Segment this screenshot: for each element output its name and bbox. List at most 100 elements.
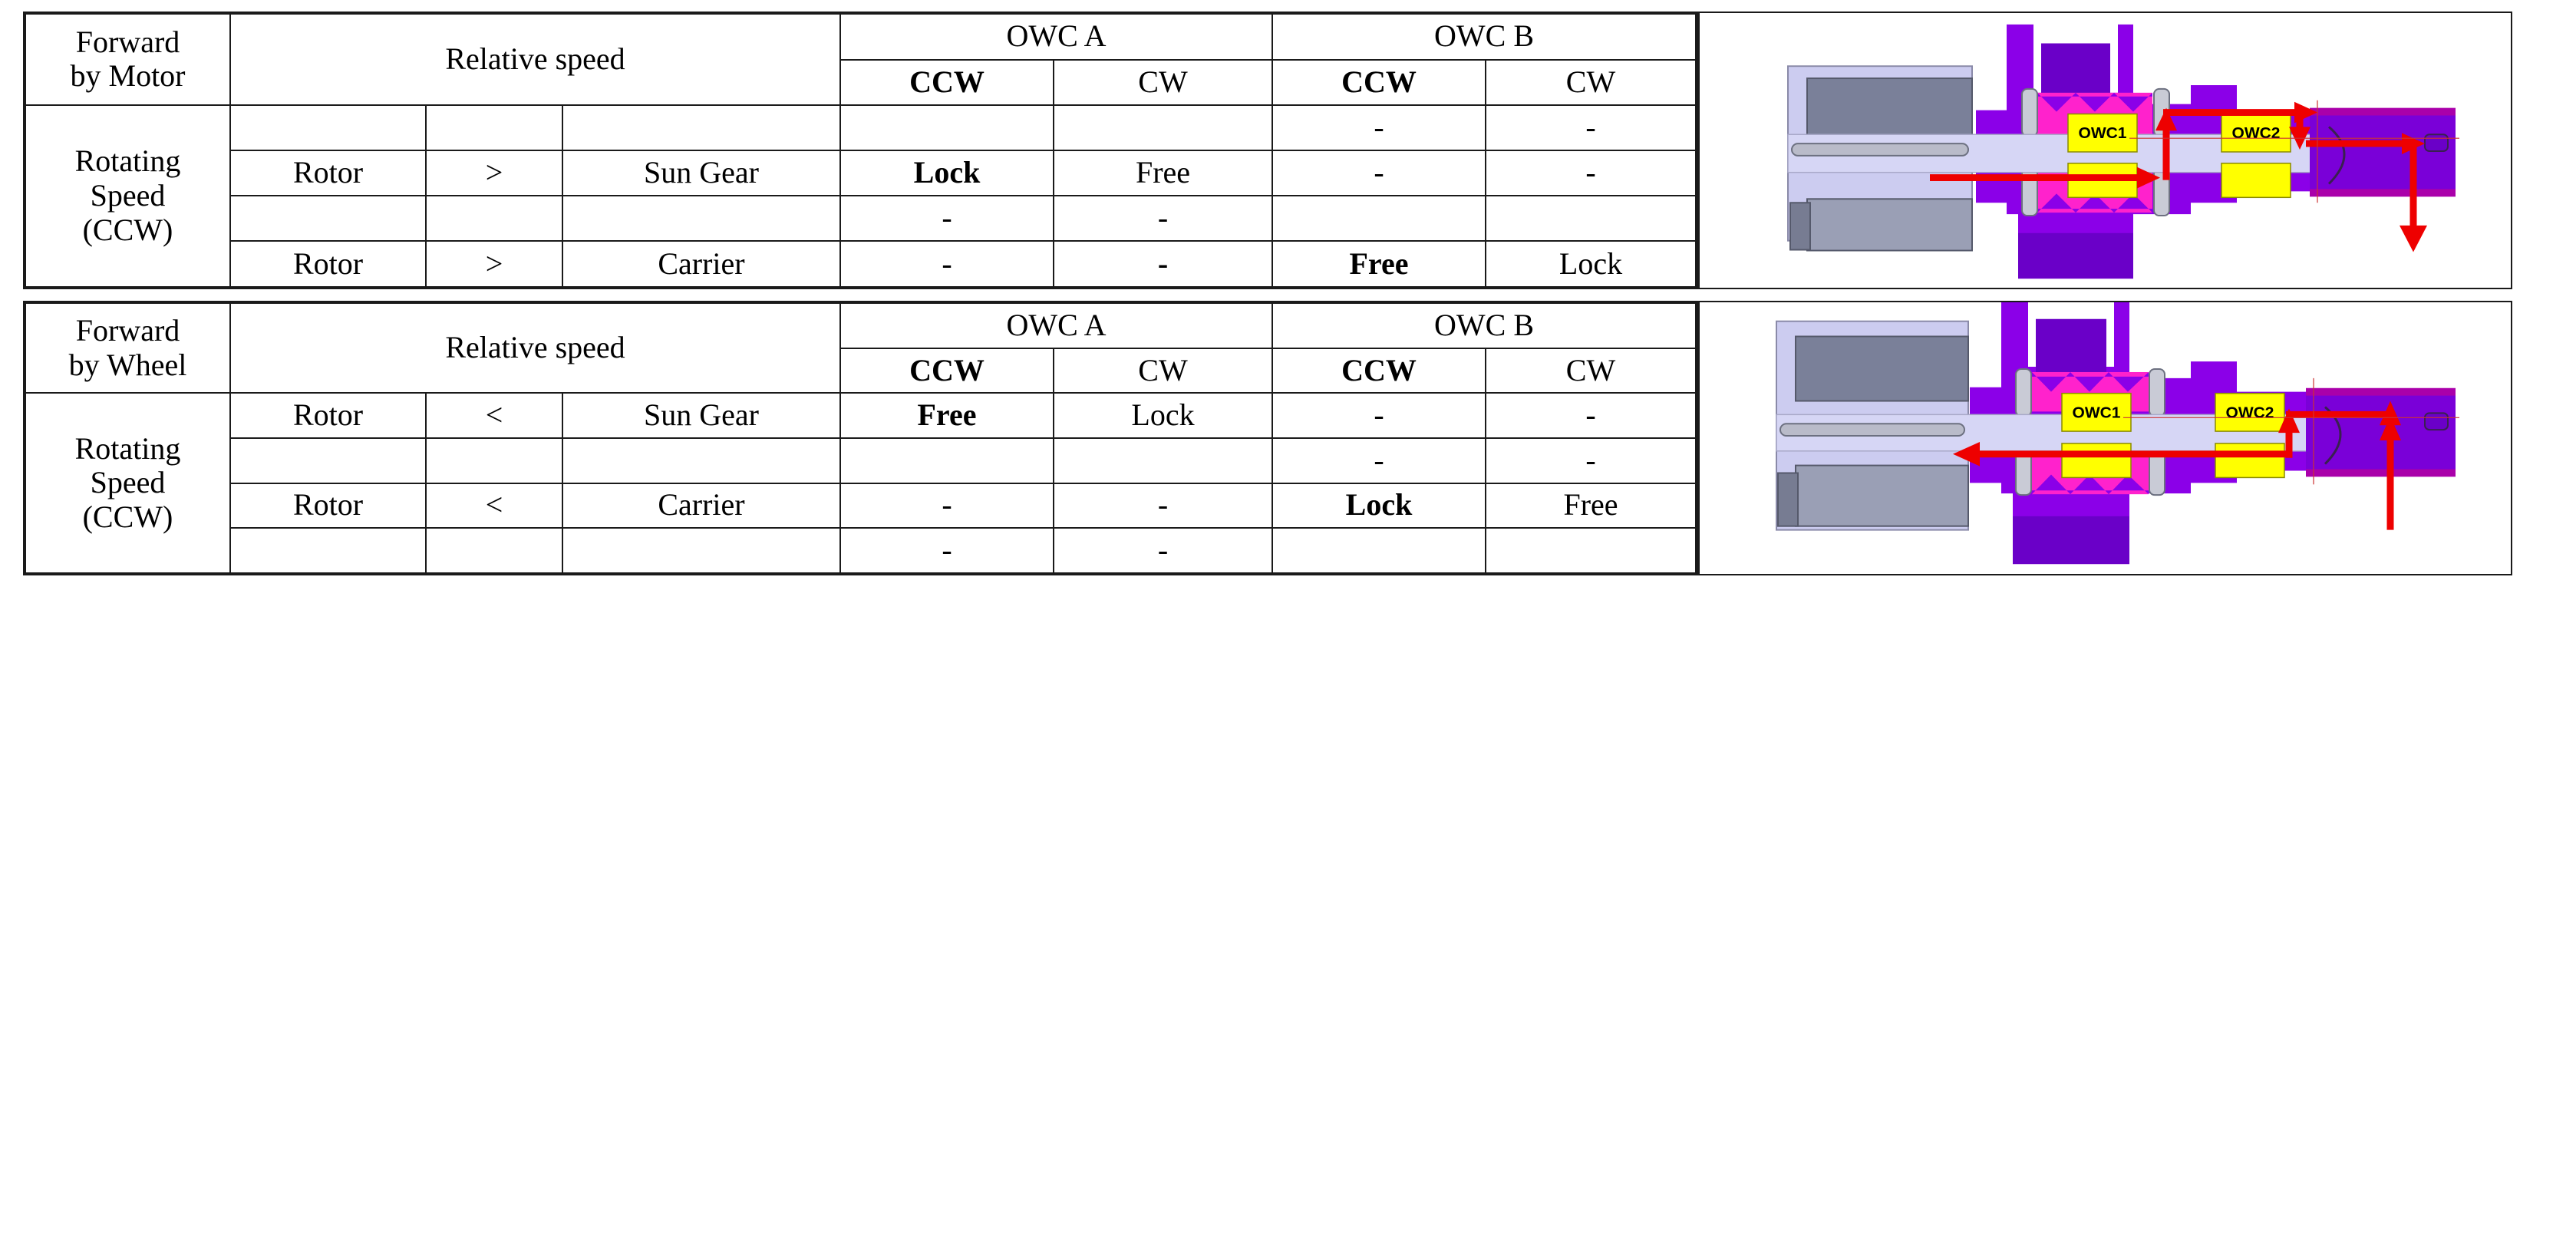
rel-member-cell: Rotor [229, 149, 427, 197]
rel-reference-cell [562, 195, 841, 242]
rel-reference-cell: Sun Gear [562, 149, 841, 197]
rel-member-cell [229, 437, 427, 484]
owc-a-ccw-cell: Free [839, 392, 1054, 439]
relative-speed-header: Relative speed [229, 301, 841, 394]
table-row: - - [25, 437, 1697, 484]
owc-a-cw-cell: Lock [1053, 392, 1273, 439]
owc1-label: OWC1 [2079, 124, 2127, 142]
owc-a-ccw-cell [839, 104, 1054, 151]
owc1-label: OWC1 [2073, 404, 2121, 421]
center-line-icon [2123, 377, 2459, 485]
table-block-forward-by-motor: Forward by Motor Relative speed OWC A OW… [23, 12, 2548, 289]
owc-b-ccw-cell: Lock [1272, 482, 1486, 529]
table-header-row-1: Forward by Motor Relative speed OWC A OW… [24, 12, 1697, 106]
owc-b-ccw-cell: - [1272, 149, 1486, 197]
owc-a-cw-cell: - [1053, 195, 1273, 242]
rel-reference-cell: Carrier [562, 482, 841, 529]
rel-operator-cell: < [425, 482, 563, 529]
owc-b-ccw-cell [1272, 527, 1486, 575]
owc-a-ccw-cell: Lock [839, 149, 1054, 197]
owc-b-cw-cell: - [1485, 104, 1697, 151]
powertrain-cross-section-motor: OWC1 OWC2 [1700, 13, 2511, 288]
owc-b-cw-header: CW [1485, 347, 1697, 394]
rel-operator-cell [425, 195, 563, 242]
rel-member-cell [229, 104, 427, 151]
owc2-label: OWC2 [2232, 124, 2281, 142]
mode-label-cell: Forward by Motor [24, 12, 231, 106]
rel-reference-cell: Carrier [562, 240, 841, 288]
table-forward-by-motor: Forward by Motor Relative speed OWC A OW… [23, 12, 1698, 289]
owc-b-header: OWC B [1272, 12, 1697, 61]
powertrain-cross-section-wheel: OWC1 OWC2 [1700, 302, 2511, 574]
owc-b-ccw-cell: Free [1272, 240, 1486, 288]
owc-clutch-block-icon: OWC1 OWC2 [2061, 392, 2285, 479]
owc-a-ccw-header: CCW [839, 58, 1054, 106]
owc-b-ccw-cell: - [1272, 392, 1486, 439]
owc-a-header: OWC A [839, 302, 1273, 349]
rel-member-cell: Rotor [229, 392, 427, 439]
owc2-label: OWC2 [2226, 404, 2274, 421]
owc-a-cw-header: CW [1053, 347, 1273, 394]
owc-a-ccw-cell: - [839, 195, 1054, 242]
rel-member-cell: Rotor [229, 240, 427, 288]
owc-b-ccw-header: CCW [1272, 58, 1486, 106]
table-row: Rotor > Sun Gear Lock Free - - [25, 149, 1697, 197]
rel-operator-cell [425, 527, 563, 575]
owc-a-cw-cell: - [1053, 527, 1273, 575]
owc-b-ccw-cell: - [1272, 104, 1486, 151]
owc-a-ccw-cell [839, 437, 1054, 484]
mode-label-cell: Forward by Wheel [24, 301, 231, 394]
rel-member-cell [229, 195, 427, 242]
rel-operator-cell: > [425, 240, 563, 288]
owc-b-cw-cell [1485, 527, 1697, 575]
rel-operator-cell [425, 437, 563, 484]
table-row: - - [25, 527, 1697, 575]
owc-a-cw-cell: Free [1053, 149, 1273, 197]
owc-b-cw-cell: - [1485, 437, 1697, 484]
table-forward-by-wheel: Forward by Wheel Relative speed OWC A OW… [23, 301, 1698, 575]
center-line-icon [2129, 100, 2459, 203]
table-row: Rotor > Carrier - - Free Lock [25, 240, 1697, 288]
rel-member-cell: Rotor [229, 482, 427, 529]
owc-a-header: OWC A [839, 12, 1273, 61]
table-block-forward-by-wheel: Forward by Wheel Relative speed OWC A OW… [23, 301, 2548, 575]
table-row: Rotating Speed (CCW) Rotor < Sun Gear Fr… [24, 392, 1697, 575]
rel-reference-cell: Sun Gear [562, 392, 841, 439]
owc-a-cw-cell: - [1053, 240, 1273, 288]
owc-a-ccw-cell: - [839, 240, 1054, 288]
owc-b-cw-cell: - [1485, 149, 1697, 197]
owc-b-cw-cell [1485, 195, 1697, 242]
rel-operator-cell: < [425, 392, 563, 439]
owc-b-ccw-cell: - [1272, 437, 1486, 484]
owc-a-cw-cell [1053, 437, 1273, 484]
relative-speed-header: Relative speed [229, 12, 841, 106]
owc-a-cw-header: CW [1053, 58, 1273, 106]
diagram-panel-forward-by-wheel: OWC1 OWC2 [1698, 301, 2512, 575]
owc-a-ccw-cell: - [839, 482, 1054, 529]
owc-b-cw-header: CW [1485, 58, 1697, 106]
owc-a-ccw-header: CCW [839, 347, 1054, 394]
cross-section-svg-motor: OWC1 OWC2 [1700, 13, 2511, 288]
rotating-speed-label-cell: Rotating Speed (CCW) [24, 392, 231, 575]
rel-reference-cell [562, 104, 841, 151]
torque-path-arrows-icon [1953, 401, 2401, 530]
rel-reference-cell [562, 527, 841, 575]
owc-b-ccw-cell [1272, 195, 1486, 242]
owc-b-cw-cell: Free [1485, 482, 1697, 529]
table-header-row-1: Forward by Wheel Relative speed OWC A OW… [24, 301, 1697, 394]
table-row: Rotating Speed (CCW) - - [24, 104, 1697, 289]
table-row: Rotor < Carrier - - Lock Free [25, 482, 1697, 529]
owc-a-ccw-cell: - [839, 527, 1054, 575]
owc-a-cw-cell: - [1053, 482, 1273, 529]
output-hub-icon [2306, 387, 2456, 477]
rel-reference-cell [562, 437, 841, 484]
rel-member-cell [229, 527, 427, 575]
rotating-speed-label-cell: Rotating Speed (CCW) [24, 104, 231, 289]
table-header-row-2: CCW CW CCW CW [25, 347, 1697, 394]
table-row: - - [25, 195, 1697, 242]
owc-b-cw-cell: Lock [1485, 240, 1697, 288]
table-header-row-2: CCW CW CCW CW [25, 58, 1697, 106]
cross-section-svg-wheel: OWC1 OWC2 [1700, 302, 2511, 574]
rel-operator-cell: > [425, 149, 563, 197]
